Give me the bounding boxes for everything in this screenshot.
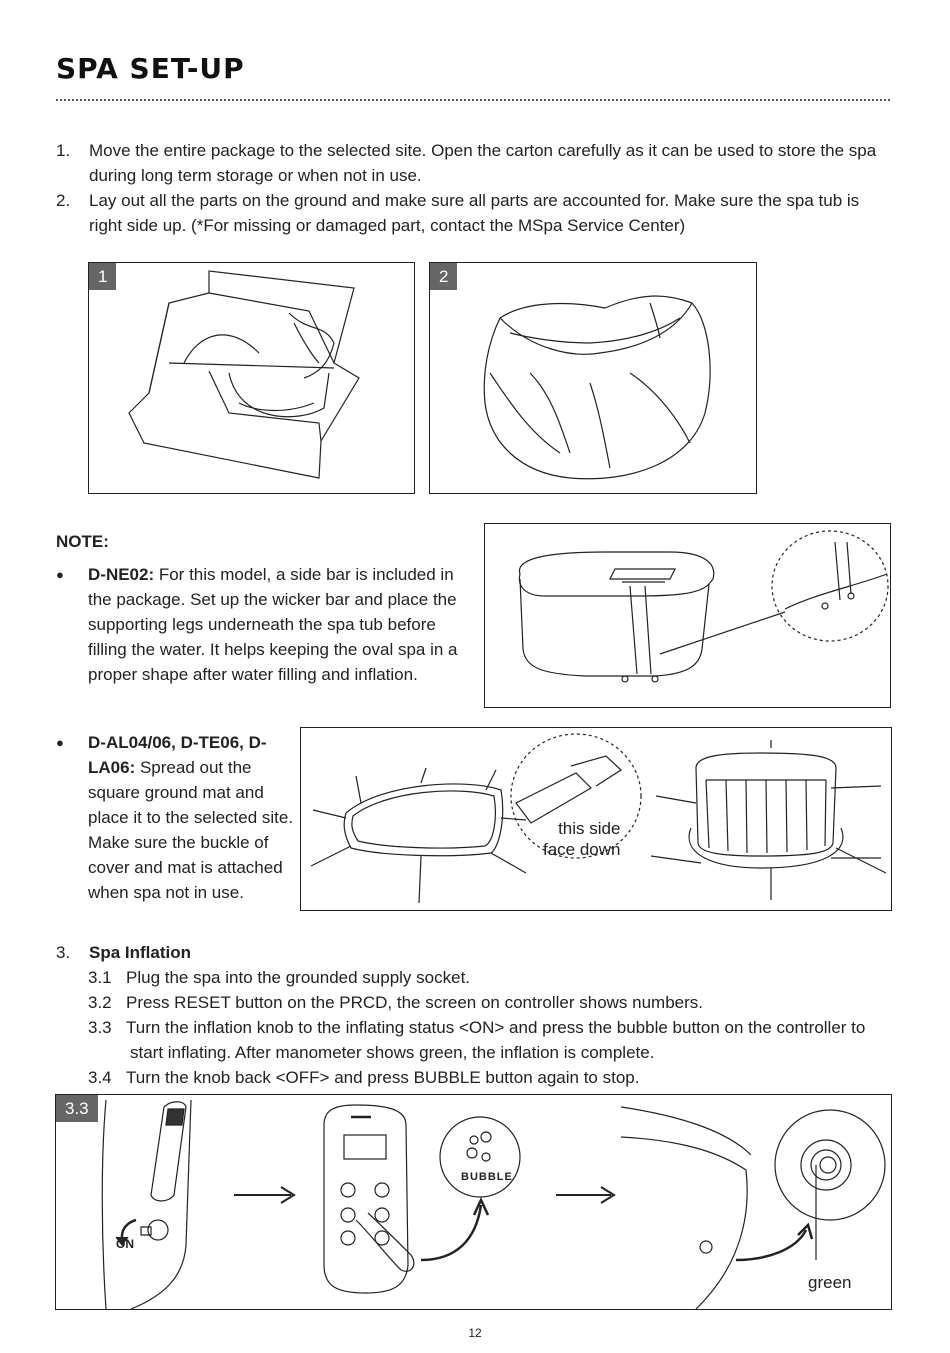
substep-text: Turn the knob back <OFF> and press BUBBL… — [126, 1068, 640, 1087]
step-line: Lay out all the parts on the ground and … — [89, 191, 860, 210]
model-name: D-AL04/06, D-TE06, D- — [88, 733, 267, 752]
figure-tag: 3.3 — [56, 1095, 98, 1122]
figure-tag: 1 — [89, 263, 117, 290]
note-text: Spread out the — [135, 758, 252, 777]
carton-illustration — [128, 270, 360, 479]
bullet-icon: ● — [56, 735, 64, 750]
note-text: square ground mat and — [88, 783, 264, 802]
step-line: Move the entire package to the selected … — [89, 141, 877, 160]
spa-bag-illustration — [483, 295, 711, 480]
step-1: 1. Move the entire package to the select… — [56, 138, 896, 188]
substep-3-1: 3.1 Plug the spa into the grounded suppl… — [88, 965, 888, 990]
substep-number: 3.2 — [88, 993, 112, 1012]
note-text: For this model, a side bar is included i… — [154, 565, 454, 584]
model-name: D-NE02: — [88, 565, 155, 584]
oval-spa-illustration — [518, 530, 889, 683]
mat-label: this side — [558, 819, 621, 838]
ground-mat-illustration — [310, 733, 887, 904]
note-text: when spa not in use. — [88, 883, 244, 902]
substep-text: Plug the spa into the grounded supply so… — [126, 968, 471, 987]
page-title: SPA SET-UP — [56, 52, 245, 85]
step-number: 2. — [56, 191, 71, 210]
figure-inflation: 3.3 ON BUBBLE green — [55, 1094, 892, 1310]
on-label: ON — [116, 1237, 134, 1251]
section-inflation: 3. Spa Inflation — [56, 940, 356, 965]
substep-text: Turn the inflation knob to the inflating… — [126, 1018, 866, 1037]
note-text: supporting legs underneath the spa tub b… — [88, 615, 436, 634]
mat-label: face down — [543, 840, 621, 859]
substep-3-4: 3.4 Turn the knob back <OFF> and press B… — [88, 1065, 888, 1090]
bubble-label: BUBBLE — [461, 1171, 513, 1183]
substep-text: Press RESET button on the PRCD, the scre… — [126, 993, 704, 1012]
note-text: the package. Set up the wicker bar and p… — [88, 590, 457, 609]
inflation-illustration — [101, 1099, 886, 1309]
substep-text: start inflating. After manometer shows g… — [130, 1043, 655, 1062]
figure-spa-bag: 2 — [429, 262, 757, 494]
step-number: 1. — [56, 141, 71, 160]
note-text: filling the water. It helps keeping the … — [88, 640, 458, 659]
note-bullet-al04: ● D-AL04/06, D-TE06, D- LA06: Spread out… — [56, 730, 301, 910]
note-text: proper shape after water filling and inf… — [88, 665, 418, 684]
substep-number: 3.4 — [88, 1068, 112, 1087]
step-2: 2. Lay out all the parts on the ground a… — [56, 188, 896, 238]
section-number: 3. — [56, 943, 71, 962]
green-label: green — [808, 1273, 852, 1292]
substep-number: 3.3 — [88, 1018, 112, 1037]
substep-3-2: 3.2 Press RESET button on the PRCD, the … — [88, 990, 888, 1015]
note-bullet-ne02: ● D-NE02: For this model, a side bar is … — [56, 562, 476, 692]
note-text: Make sure the buckle of — [88, 833, 269, 852]
note-text: place it to the selected site. — [88, 808, 294, 827]
figure-ground-mat: this side face down — [300, 727, 892, 911]
title-divider — [56, 99, 890, 101]
figure-oval-spa — [484, 523, 891, 708]
model-name: LA06: — [88, 758, 136, 777]
step-line: right side up. (*For missing or damaged … — [89, 216, 686, 235]
mat-annotation: this side face down — [543, 818, 621, 860]
note-heading: NOTE: — [56, 532, 109, 551]
figure-tag: 2 — [430, 263, 458, 290]
section-heading: Spa Inflation — [89, 943, 191, 962]
page-number: 12 — [468, 1326, 482, 1340]
substep-number: 3.1 — [88, 968, 112, 987]
substep-3-3: 3.3 Turn the inflation knob to the infla… — [88, 1015, 888, 1065]
figure-carton: 1 — [88, 262, 415, 494]
bullet-icon: ● — [56, 567, 64, 582]
step-line: during long term storage or when not in … — [89, 166, 422, 185]
note-text: cover and mat is attached — [88, 858, 283, 877]
